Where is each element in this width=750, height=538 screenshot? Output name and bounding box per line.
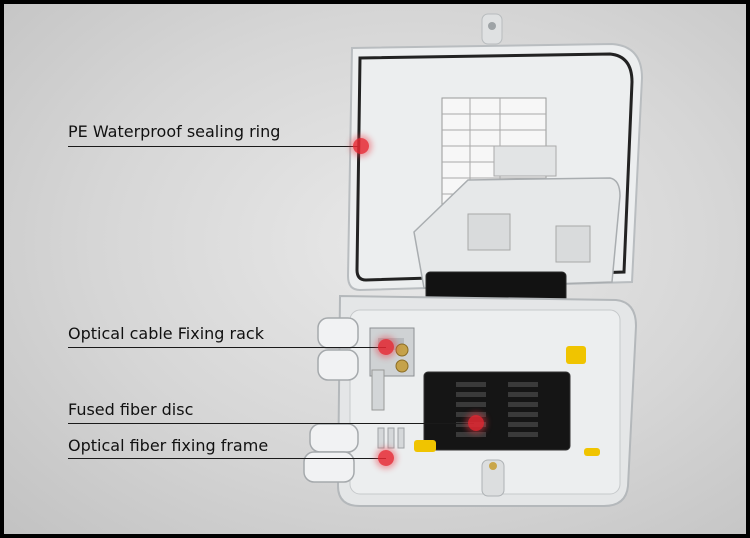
- callout-sealing-ring-marker: [353, 138, 369, 154]
- callout-cable-rack-label: Optical cable Fixing rack: [68, 324, 264, 343]
- callout-cable-rack-marker: [378, 339, 394, 355]
- sealing-ring: [355, 52, 634, 282]
- fiber-fixing-frame: [377, 427, 405, 449]
- callout-sealing-ring-leader: [68, 146, 360, 147]
- cable-glands: [303, 317, 359, 483]
- callout-fixing-frame-label: Optical fiber fixing frame: [68, 436, 269, 455]
- callout-sealing-ring-label: PE Waterproof sealing ring: [68, 122, 281, 141]
- callout-cable-rack-leader: [68, 347, 386, 348]
- box-base: [336, 294, 638, 507]
- yellow-clip: [566, 346, 586, 364]
- fused-fiber-disc: [423, 371, 571, 451]
- callout-fiber-disc-leader: [68, 423, 474, 424]
- yellow-clip: [584, 448, 600, 456]
- yellow-clip: [414, 440, 436, 452]
- callout-fixing-frame-marker: [378, 450, 394, 466]
- callout-fixing-frame-leader: [68, 458, 386, 459]
- callout-fiber-disc-marker: [468, 415, 484, 431]
- callout-fiber-disc-label: Fused fiber disc: [68, 400, 194, 419]
